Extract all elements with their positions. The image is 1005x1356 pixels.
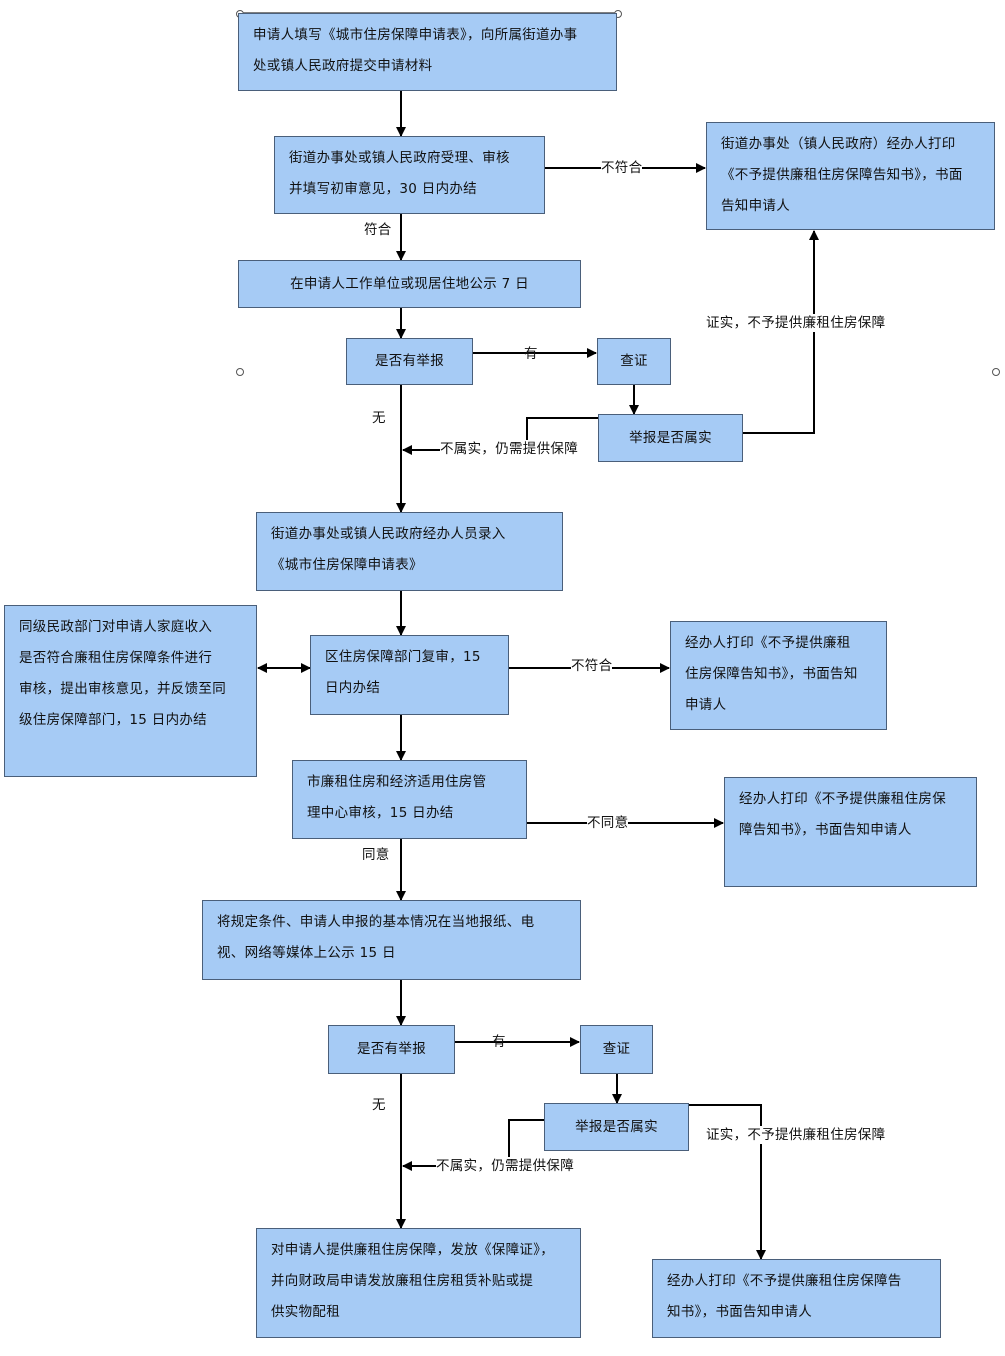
label-untrue-1: 不属实，仍需提供保障 [440, 440, 578, 458]
box-reject-notice-4: 经办人打印《不予提供廉租住房保障告知书》，书面告知申请人 [652, 1259, 941, 1338]
label-yes-2: 有 [492, 1034, 506, 1050]
line-b17-confirmed [688, 1104, 766, 1260]
box-grant-security: 对申请人提供廉租住房保障，发放《保障证》，并向财政局申请发放廉租住房租赁补贴或提… [256, 1228, 581, 1338]
label-confirmed-1: 证实，不予提供廉租住房保障 [706, 314, 886, 332]
label-agree: 同意 [362, 846, 390, 864]
box-report-check-1: 是否有举报 [346, 338, 473, 385]
box-verify-1: 查证 [597, 338, 671, 385]
box-reject-notice-2: 经办人打印《不予提供廉租住房保障告知书》，书面告知申请人 [670, 621, 887, 730]
box-report-true-2: 举报是否属实 [544, 1103, 689, 1151]
line-b7-confirmed [742, 230, 819, 434]
label-not-qualified-2: 不符合 [571, 657, 613, 675]
label-no-1: 无 [372, 409, 386, 427]
box-verify-2: 查证 [580, 1025, 653, 1074]
box-city-center-review: 市廉租住房和经济适用住房管理中心审核，15 日办结 [292, 760, 527, 839]
selection-handle [992, 368, 1000, 376]
selection-handle [236, 368, 244, 376]
box-report-check-2: 是否有举报 [328, 1025, 455, 1074]
box-reject-notice-1: 街道办事处（镇人民政府）经办人打印《不予提供廉租住房保障告知书》，书面告知申请人 [706, 122, 995, 230]
label-no-2: 无 [372, 1096, 386, 1114]
box-civil-affairs-review: 同级民政部门对申请人家庭收入是否符合廉租住房保障条件进行审核，提出审核意见，并反… [4, 605, 257, 777]
box-publicity-7d: 在申请人工作单位或现居住地公示 7 日 [238, 260, 581, 308]
box-report-true-1: 举报是否属实 [598, 414, 743, 462]
label-qualified: 符合 [364, 221, 392, 239]
box-publicity-15d: 将规定条件、申请人申报的基本情况在当地报纸、电视、网络等媒体上公示 15 日 [202, 900, 581, 980]
box-initial-review: 街道办事处或镇人民政府受理、审核并填写初审意见，30 日内办结 [274, 136, 545, 214]
box-reject-notice-3: 经办人打印《不予提供廉租住房保障告知书》，书面告知申请人 [724, 777, 977, 887]
box-entry: 街道办事处或镇人民政府经办人员录入《城市住房保障申请表》 [256, 512, 563, 591]
label-yes-1: 有 [524, 346, 538, 362]
box-apply: 申请人填写《城市住房保障申请表》，向所属街道办事处或镇人民政府提交申请材料 [238, 13, 617, 91]
label-not-qualified-1: 不符合 [601, 159, 643, 177]
label-untrue-2: 不属实，仍需提供保障 [436, 1157, 574, 1175]
label-confirmed-2: 证实，不予提供廉租住房保障 [706, 1126, 886, 1144]
label-disagree: 不同意 [587, 814, 629, 832]
